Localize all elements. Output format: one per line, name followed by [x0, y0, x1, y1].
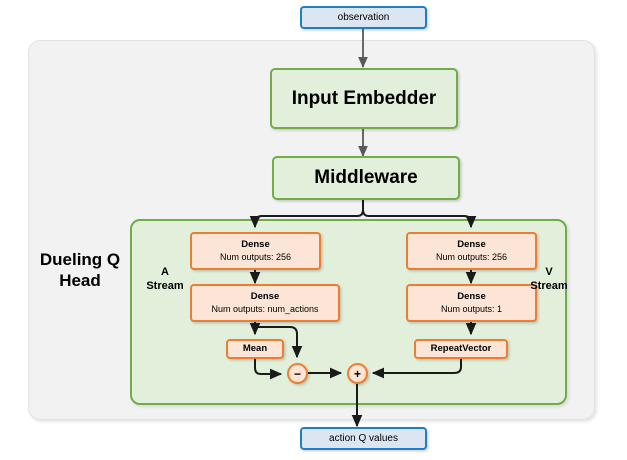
v-stream-dense-256-title: Dense	[457, 239, 486, 250]
a-stream-dense-256-node[interactable]: Dense Num outputs: 256	[190, 232, 321, 270]
v-stream-dense-256-subtitle: Num outputs: 256	[435, 252, 508, 262]
dueling-q-head-title: Dueling Q Head	[30, 249, 130, 291]
a-stream-label-line2: Stream	[146, 280, 184, 292]
a-stream-dense-numactions-node[interactable]: Dense Num outputs: num_actions	[190, 284, 340, 322]
v-stream-label: V Stream	[524, 265, 574, 293]
repeatvector-label: RepeatVector	[430, 343, 492, 354]
v-stream-label-line1: V	[545, 266, 553, 278]
v-stream-dense-1-node[interactable]: Dense Num outputs: 1	[406, 284, 537, 322]
middleware-node[interactable]: Middleware	[272, 156, 460, 200]
input-embedder-label: Input Embedder	[291, 87, 437, 109]
middleware-label: Middleware	[314, 167, 418, 188]
action-q-values-node[interactable]: action Q values	[300, 427, 427, 450]
v-stream-label-line2: Stream	[530, 280, 568, 292]
v-stream-dense-1-title: Dense	[457, 291, 486, 302]
v-stream-dense-1-subtitle: Num outputs: 1	[440, 304, 503, 314]
add-operator[interactable]: +	[347, 363, 368, 384]
a-stream-dense-256-title: Dense	[241, 239, 270, 250]
input-embedder-node[interactable]: Input Embedder	[270, 68, 458, 129]
mean-node[interactable]: Mean	[226, 339, 284, 359]
a-stream-label-line1: A	[161, 266, 169, 278]
v-stream-dense-256-node[interactable]: Dense Num outputs: 256	[406, 232, 537, 270]
add-symbol: +	[353, 366, 361, 381]
dueling-q-head-title-line1: Dueling Q Head	[39, 250, 121, 290]
a-stream-dense-numactions-subtitle: Num outputs: num_actions	[211, 304, 319, 314]
action-q-values-label: action Q values	[329, 433, 398, 444]
a-stream-dense-numactions-title: Dense	[250, 291, 280, 302]
subtract-operator[interactable]: −	[287, 363, 308, 384]
a-stream-label: A Stream	[140, 265, 190, 293]
a-stream-dense-256-subtitle: Num outputs: 256	[219, 252, 292, 262]
observation-label: observation	[337, 12, 390, 23]
subtract-symbol: −	[293, 366, 301, 381]
mean-label: Mean	[242, 343, 268, 354]
repeatvector-node[interactable]: RepeatVector	[414, 339, 508, 359]
observation-node[interactable]: observation	[300, 6, 427, 29]
